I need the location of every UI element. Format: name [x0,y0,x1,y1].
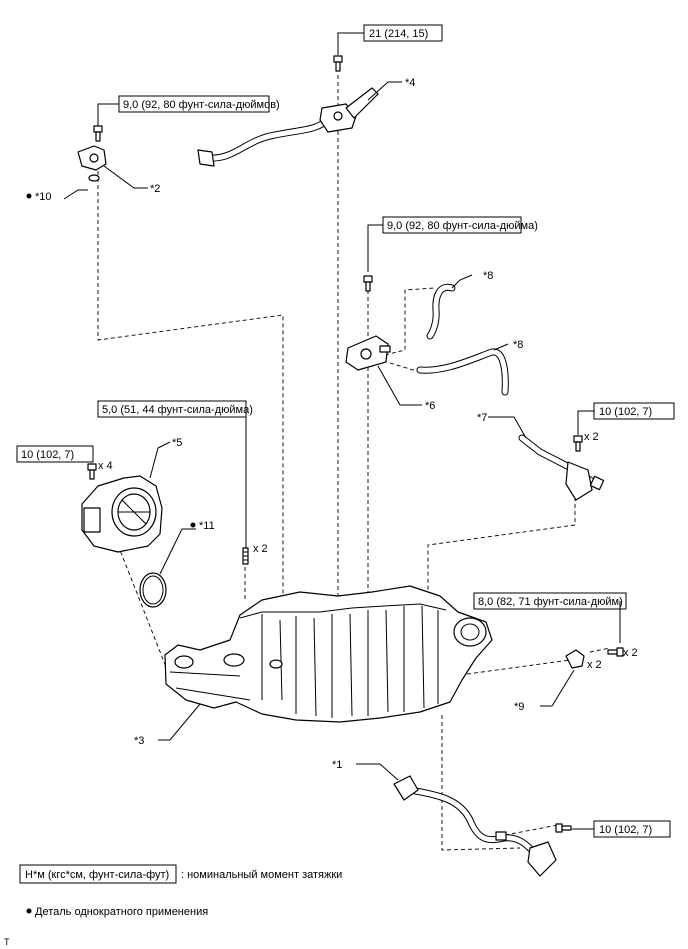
callout-label-2: *2 [150,183,160,195]
legend-bullet-icon [26,908,32,914]
torque-spec-9-top: 9,0 (92, 80 фунт-сила-дюймов) [97,95,280,126]
callout-label-10: *10 [35,191,52,203]
torque-label-10-bottom: 10 (102, 7) [599,824,652,836]
throttle-body-part [81,475,163,553]
quantity-labels: x 2 x 2 x 4 x 2 x 2 [98,431,638,671]
callout-label-8b: *8 [513,339,523,351]
qty-bolt-right: x 2 [623,647,638,659]
qty-stud: x 2 [253,543,268,555]
legend-bullet-text: Деталь однократного применения [35,906,208,918]
callout-10: *10 [26,191,52,203]
bolt-icon [573,435,583,452]
torque-label-10-right: 10 (102, 7) [599,406,652,418]
callout-label-1: *1 [332,759,342,771]
bolt-icon [87,463,97,480]
torque-spec-10-bottom: 10 (102, 7) [572,820,671,838]
callout-label-9: *9 [514,701,524,713]
torque-spec-10-left: 10 (102, 7) [16,445,94,463]
callout-label-11: *11 [199,520,215,532]
torque-label-9-mid: 9,0 (92, 80 фунт-сила-дюйма) [387,220,538,232]
wire-harness-part [393,775,557,877]
legend: Н*м (кгс*см, фунт-сила-фут) : номинальны… [19,864,342,918]
bolt-icon [93,125,103,142]
callout-label-3: *3 [134,735,144,747]
bolt-icon [363,275,373,292]
torque-spec-21: 21 (214, 15) [337,24,443,55]
sensor-part-7 [518,434,605,501]
legend-unit-box: Н*м (кгс*см, фунт-сила-фут) [25,869,169,881]
callout-label-8a: *8 [483,270,493,282]
torque-spec-8: 8,0 (82, 71 фунт-сила-дюйм) [473,592,627,643]
callout-label-7: *7 [477,412,487,424]
qty-clip: x 2 [587,659,602,671]
callout-label-5: *5 [172,437,182,449]
callout-label-4: *4 [405,77,415,89]
sensor-part [77,145,107,182]
callout-labels: *1 *2 *3 *4 *5 *6 *7 *8 *8 *9 *10 *11 [26,77,524,771]
bolt-icons [87,55,624,833]
clip-part [565,649,585,669]
bolt-icon [333,55,343,72]
gasket-ring-part [139,572,167,608]
torque-spec-9-mid: 9,0 (92, 80 фунт-сила-дюйма) [367,216,538,272]
intake-manifold-part [164,585,493,723]
qty-throttle: x 4 [98,460,113,472]
torque-label-5: 5,0 (51, 44 фунт-сила-дюйма) [102,404,253,416]
hose-part-8 [416,283,509,396]
torque-label-21: 21 (214, 15) [369,28,428,40]
stud-bolt-icon [242,547,249,565]
assembly-dash-lines [97,75,611,851]
callout-leaders [63,81,575,781]
callout-label-6: *6 [425,400,435,412]
torque-label-8: 8,0 (82, 71 фунт-сила-дюйм) [478,596,623,608]
callout-11: *11 [190,520,215,532]
corner-mark: T [4,937,10,947]
torque-spec-10-right: 10 (102, 7) [577,402,675,435]
bolt-icon [607,647,624,657]
qty-sensor: x 2 [584,431,599,443]
vsv-valve-part [345,335,391,371]
legend-unit-desc: : номинальный момент затяжки [181,869,342,881]
torque-label-10-left: 10 (102, 7) [21,449,74,461]
bolt-icon [555,823,572,833]
torque-spec-5: 5,0 (51, 44 фунт-сила-дюйма) [97,400,253,548]
vacuum-hose-assembly [197,87,379,167]
torque-label-9-top: 9,0 (92, 80 фунт-сила-дюймов) [123,99,280,111]
